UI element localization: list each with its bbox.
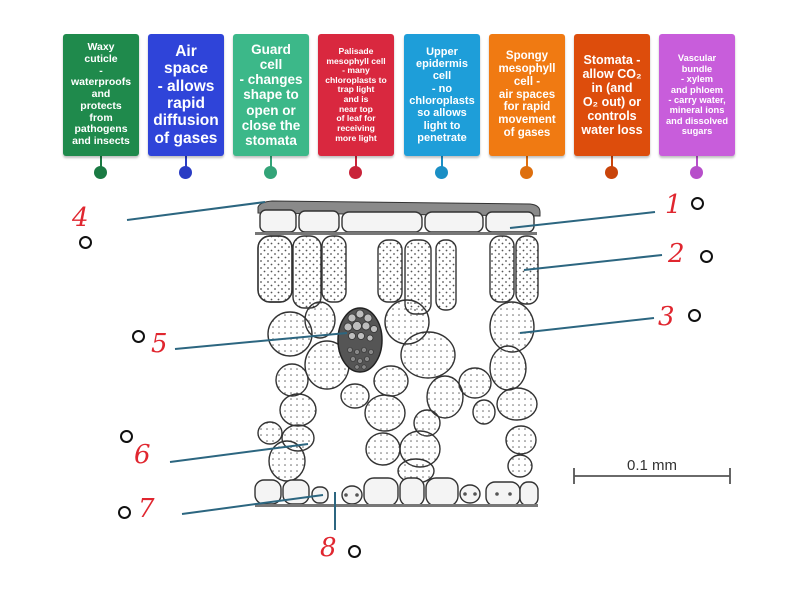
- answer-card-text: Palisade mesophyll cell - many chloropla…: [325, 45, 387, 143]
- answer-card-spongy[interactable]: Spongy mesophyll cell - air spaces for r…: [489, 34, 565, 156]
- drop-target-4[interactable]: [79, 236, 92, 249]
- drop-target-2[interactable]: [700, 250, 713, 263]
- card-handle-palisade[interactable]: [349, 166, 362, 179]
- card-handle-waxy-cuticle[interactable]: [94, 166, 107, 179]
- card-handle-vascular[interactable]: [690, 166, 703, 179]
- label-number-6: 6: [134, 440, 151, 470]
- scale-bar: [573, 468, 731, 484]
- drop-target-7[interactable]: [118, 506, 131, 519]
- vascular-bundle: [337, 307, 383, 373]
- answer-card-text: Guard cell - changes shape to open or cl…: [239, 42, 303, 148]
- spongy-mesophyll-cells: [257, 299, 538, 484]
- label-number-8: 8: [320, 533, 337, 563]
- card-stem-spongy: [526, 156, 528, 168]
- upper-epidermis-cells: [259, 209, 535, 233]
- label-number-5: 5: [151, 329, 168, 359]
- card-handle-guard-cell[interactable]: [264, 166, 277, 179]
- card-stem-vascular: [696, 156, 698, 168]
- drop-target-5[interactable]: [132, 330, 145, 343]
- label-number-1: 1: [665, 190, 682, 220]
- drop-target-6[interactable]: [120, 430, 133, 443]
- palisade-mesophyll-cells: [257, 235, 539, 315]
- label-number-3: 3: [658, 302, 675, 332]
- answer-card-waxy-cuticle[interactable]: Waxy cuticle - waterproofs and protects …: [63, 34, 139, 156]
- answer-card-text: Waxy cuticle - waterproofs and protects …: [70, 41, 132, 148]
- drop-target-3[interactable]: [688, 309, 701, 322]
- drop-target-1[interactable]: [691, 197, 704, 210]
- answer-card-text: Spongy mesophyll cell - air spaces for r…: [498, 49, 556, 140]
- card-handle-air-space[interactable]: [179, 166, 192, 179]
- answer-card-air-space[interactable]: Air space - allows rapid diffusion of ga…: [148, 34, 224, 156]
- answer-card-text: Upper epidermis cell - no chloroplasts s…: [409, 45, 475, 144]
- scale-bar-label: 0.1 mm: [627, 457, 677, 474]
- card-stem-guard-cell: [270, 156, 272, 168]
- answer-card-upper-epidermis[interactable]: Upper epidermis cell - no chloroplasts s…: [404, 34, 480, 156]
- drop-target-8[interactable]: [348, 545, 361, 558]
- label-pointer-lines: [126, 201, 663, 530]
- card-handle-upper-epidermis[interactable]: [435, 166, 448, 179]
- answer-card-text: Vascular bundle - xylem and phloem - car…: [666, 53, 728, 137]
- answer-card-stomata[interactable]: Stomata - allow CO₂ in (and O₂ out) or c…: [574, 34, 650, 156]
- label-number-2: 2: [668, 239, 685, 269]
- card-stem-waxy-cuticle: [100, 156, 102, 168]
- answer-card-palisade[interactable]: Palisade mesophyll cell - many chloropla…: [318, 34, 394, 156]
- answer-card-text: Air space - allows rapid diffusion of ga…: [153, 42, 219, 147]
- answer-card-guard-cell[interactable]: Guard cell - changes shape to open or cl…: [233, 34, 309, 156]
- card-stem-stomata: [611, 156, 613, 168]
- label-number-7: 7: [138, 494, 155, 524]
- label-number-4: 4: [72, 203, 89, 233]
- card-handle-stomata[interactable]: [605, 166, 618, 179]
- lower-epidermis-cells: [254, 477, 539, 507]
- card-stem-palisade: [355, 156, 357, 168]
- card-handle-spongy[interactable]: [520, 166, 533, 179]
- answer-card-text: Stomata - allow CO₂ in (and O₂ out) or c…: [581, 53, 643, 137]
- card-stem-upper-epidermis: [441, 156, 443, 168]
- answer-card-vascular[interactable]: Vascular bundle - xylem and phloem - car…: [659, 34, 735, 156]
- card-stem-air-space: [185, 156, 187, 168]
